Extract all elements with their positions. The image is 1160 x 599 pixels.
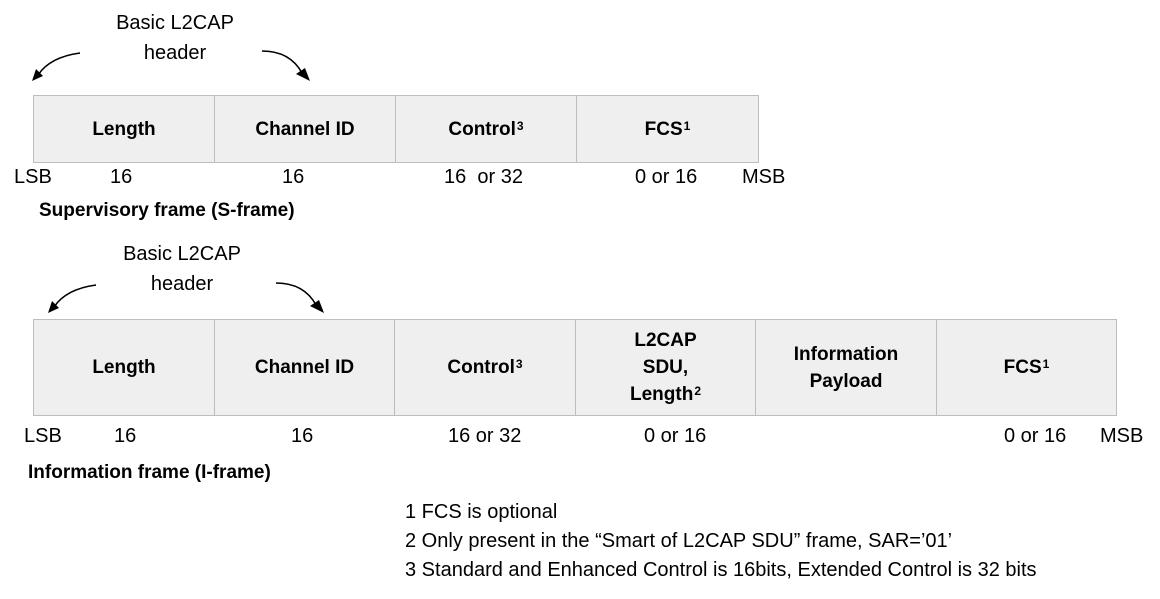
i-frame-field-sdu-length-line2: SDU, xyxy=(642,357,689,378)
i-frame-field-channel-id-label: Channel ID xyxy=(254,357,355,378)
i-frame-bits-control: 16 or 32 xyxy=(448,425,522,447)
i-frame-field-payload-line2: Payload xyxy=(809,370,883,392)
s-frame-bits-control: 16 or 32 xyxy=(444,166,523,188)
i-frame-field-sdu-length-line3: Length xyxy=(629,384,694,405)
i-frame-caption: Information frame (I-frame) xyxy=(28,462,271,483)
i-frame-field-length-label: Length xyxy=(92,357,156,378)
s-frame-header-label-line2: header xyxy=(143,42,207,64)
i-frame-field-control-label: Control xyxy=(447,357,515,378)
i-frame-field-fcs-label: FCS xyxy=(1003,357,1042,378)
footnote-2: 2 Only present in the “Smart of L2CAP SD… xyxy=(405,530,953,552)
s-frame-field-length: Length xyxy=(34,96,215,163)
i-frame-msb-label: MSB xyxy=(1100,425,1144,447)
i-frame-header-label: Basic L2CAP header xyxy=(102,239,262,299)
s-frame-left-curved-arrow-icon xyxy=(32,52,81,81)
footnote-3: 3 Standard and Enhanced Control is 16bit… xyxy=(405,559,1037,581)
i-frame-field-payload-line1: Information xyxy=(793,343,899,365)
i-frame-field-information-payload: Information Payload xyxy=(756,320,937,416)
i-frame-bits-fcs: 0 or 16 xyxy=(1004,425,1067,447)
i-frame-bits-channel-id: 16 xyxy=(291,425,314,447)
s-frame-header-label-line1: Basic L2CAP xyxy=(116,12,234,34)
s-frame-bits-channel-id: 16 xyxy=(282,166,305,188)
s-frame-field-control-footnote: 3 xyxy=(516,118,524,133)
i-frame-field-sdu-length-line1: L2CAP xyxy=(634,330,697,351)
s-frame-lsb-label: LSB xyxy=(14,166,52,188)
i-frame-right-curved-arrow-icon xyxy=(275,282,324,313)
i-frame-field-control-footnote: 3 xyxy=(515,357,523,371)
i-frame-bits-length: 16 xyxy=(114,425,137,447)
s-frame-bits-fcs: 0 or 16 xyxy=(635,166,698,188)
s-frame-msb-label: MSB xyxy=(742,166,786,188)
footnote-1: 1 FCS is optional xyxy=(405,501,558,523)
s-frame-caption: Supervisory frame (S-frame) xyxy=(39,200,295,221)
i-frame-field-length: Length xyxy=(34,320,215,416)
s-frame-header-label: Basic L2CAP header xyxy=(95,8,255,68)
i-frame-field-fcs-footnote: 1 xyxy=(1042,357,1050,371)
s-frame-field-length-label: Length xyxy=(92,118,156,140)
i-frame-bits-sdu-length: 0 or 16 xyxy=(644,425,707,447)
i-frame-field-sdu-length-footnote: 2 xyxy=(694,384,701,398)
i-frame-lsb-label: LSB xyxy=(24,425,62,447)
s-frame-right-curved-arrow-icon xyxy=(261,50,310,81)
i-frame-left-curved-arrow-icon xyxy=(48,284,97,313)
s-frame-field-fcs-footnote: 1 xyxy=(683,118,691,133)
i-frame-field-channel-id: Channel ID xyxy=(215,320,395,416)
s-frame-field-fcs-label: FCS xyxy=(644,118,683,140)
i-frame-field-sdu-length: L2CAP SDU, Length2 xyxy=(576,320,756,416)
i-frame-header-label-line1: Basic L2CAP xyxy=(123,243,241,265)
s-frame-field-channel-id-label: Channel ID xyxy=(255,118,355,140)
s-frame-field-control-label: Control xyxy=(448,118,516,140)
s-frame-field-channel-id: Channel ID xyxy=(215,96,396,163)
s-frame-bits-length: 16 xyxy=(110,166,133,188)
i-frame-header-label-line2: header xyxy=(150,273,214,295)
